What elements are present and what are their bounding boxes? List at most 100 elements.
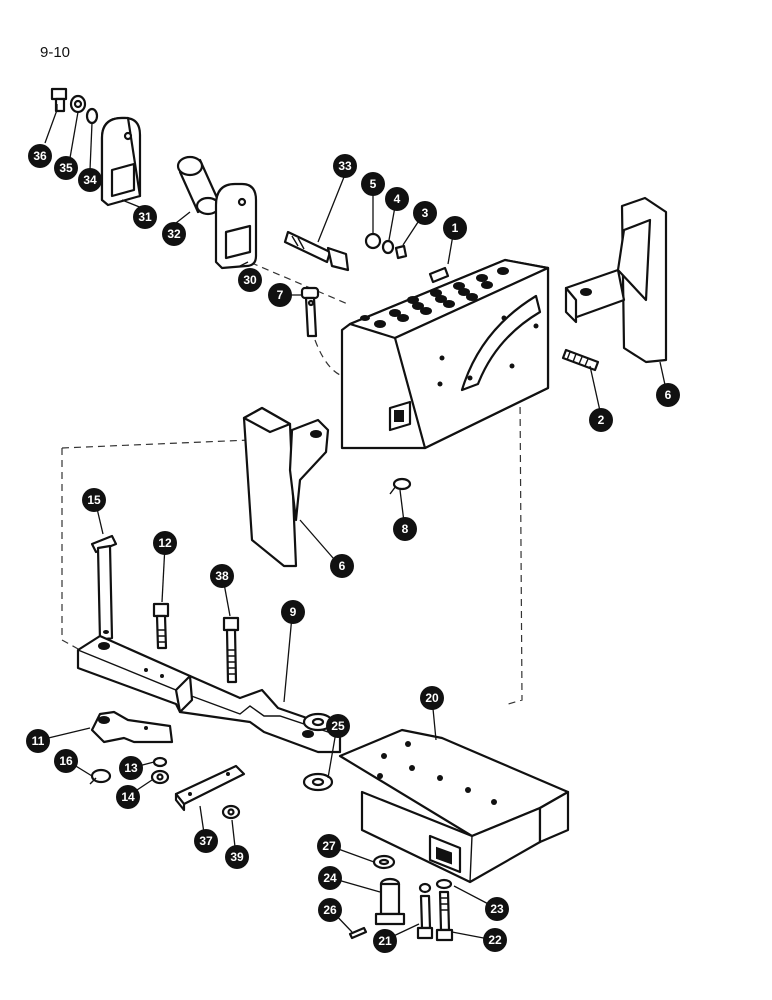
callout-6-left: 6	[330, 554, 354, 578]
callout-number: 8	[402, 522, 409, 536]
callout-33: 33	[333, 154, 357, 178]
callout-12: 12	[153, 531, 177, 555]
bolt-21	[416, 882, 434, 940]
callout-number: 26	[323, 903, 337, 917]
callout-number: 4	[394, 192, 401, 206]
side-weight-6-right	[564, 196, 668, 364]
callout-number: 2	[598, 413, 605, 427]
callout-number: 13	[124, 761, 138, 775]
bolt-22	[435, 890, 454, 942]
drawbar-9	[76, 634, 342, 754]
bushing-32	[176, 155, 221, 216]
stud-2	[561, 348, 600, 372]
callout-number: 14	[121, 790, 135, 804]
callout-20: 20	[420, 686, 444, 710]
callout-number: 39	[230, 850, 244, 864]
callout-8: 8	[393, 517, 417, 541]
callout-25: 25	[326, 714, 350, 738]
bolt-38	[222, 616, 240, 684]
nut-39	[221, 804, 241, 820]
callout-number: 7	[277, 288, 284, 302]
callout-39: 39	[225, 845, 249, 869]
callout-number: 5	[370, 177, 377, 191]
callout-32: 32	[162, 222, 186, 246]
callout-number: 15	[87, 493, 101, 507]
callout-3: 3	[413, 201, 437, 225]
callout-14: 14	[116, 785, 140, 809]
callout-6-right: 6	[656, 383, 680, 407]
callout-15: 15	[82, 488, 106, 512]
callout-number: 31	[138, 210, 152, 224]
callout-number: 11	[32, 734, 45, 748]
washer-34	[85, 107, 99, 125]
clevis-11	[90, 710, 174, 744]
callout-number: 35	[59, 161, 73, 175]
strap-37	[174, 764, 246, 812]
callout-number: 30	[243, 273, 257, 287]
roll-pin-26	[348, 926, 368, 940]
page-number: 9-10	[40, 44, 71, 61]
washer-25-bottom	[302, 772, 334, 792]
callout-number: 37	[199, 834, 213, 848]
bolt-12	[152, 602, 170, 650]
assembly-line-pin	[314, 339, 356, 379]
callout-number: 36	[33, 149, 47, 163]
callout-21: 21	[373, 929, 397, 953]
callout-number: 6	[339, 559, 346, 573]
callout-number: 33	[338, 159, 352, 173]
callout-27: 27	[317, 834, 341, 858]
callout-1: 1	[443, 216, 467, 240]
callout-number: 6	[665, 388, 672, 402]
callout-31: 31	[133, 205, 157, 229]
callout-9: 9	[281, 600, 305, 624]
callout-24: 24	[318, 866, 342, 890]
callout-number: 21	[378, 934, 392, 948]
callout-number: 1	[452, 221, 459, 235]
bolt-33	[283, 230, 350, 272]
callout-number: 34	[83, 173, 97, 187]
leader-lines	[39, 104, 668, 941]
callout-number: 24	[323, 871, 337, 885]
washer-13	[152, 756, 168, 768]
pin-7	[300, 286, 320, 338]
plate-30	[214, 182, 258, 270]
callout-number: 23	[490, 902, 504, 916]
nut-14	[150, 769, 170, 785]
sleeve-3	[394, 244, 408, 260]
callout-37: 37	[194, 829, 218, 853]
callout-5: 5	[361, 172, 385, 196]
assembly-line-upper	[239, 257, 351, 306]
plate-31	[100, 116, 142, 207]
callout-number: 12	[158, 536, 172, 550]
callout-number: 16	[59, 754, 73, 768]
callout-number: 20	[425, 691, 439, 705]
callout-16: 16	[54, 749, 78, 773]
callout-2: 2	[589, 408, 613, 432]
callout-36: 36	[28, 144, 52, 168]
weight-bracket-1	[340, 258, 550, 450]
clip-16	[89, 768, 112, 785]
callout-number: 38	[215, 569, 229, 583]
callout-30: 30	[238, 268, 262, 292]
callout-number: 3	[422, 206, 429, 220]
assembly-line-frame	[61, 394, 523, 706]
callout-13: 13	[119, 756, 143, 780]
callout-23: 23	[485, 897, 509, 921]
nut-35	[69, 94, 87, 114]
callout-34: 34	[78, 168, 102, 192]
side-weight-6-left	[242, 406, 330, 568]
pin-24	[374, 877, 406, 926]
washer-23	[435, 878, 453, 890]
callout-number: 9	[290, 605, 297, 619]
callout-number: 25	[331, 719, 345, 733]
callout-26: 26	[318, 898, 342, 922]
callout-number: 27	[322, 839, 336, 853]
callout-4: 4	[385, 187, 409, 211]
hitch-bracket-20	[338, 728, 570, 884]
clip-8	[389, 477, 412, 495]
callout-number: 32	[167, 227, 181, 241]
callout-38: 38	[210, 564, 234, 588]
nut-5	[364, 232, 382, 250]
washer-4	[381, 239, 395, 255]
